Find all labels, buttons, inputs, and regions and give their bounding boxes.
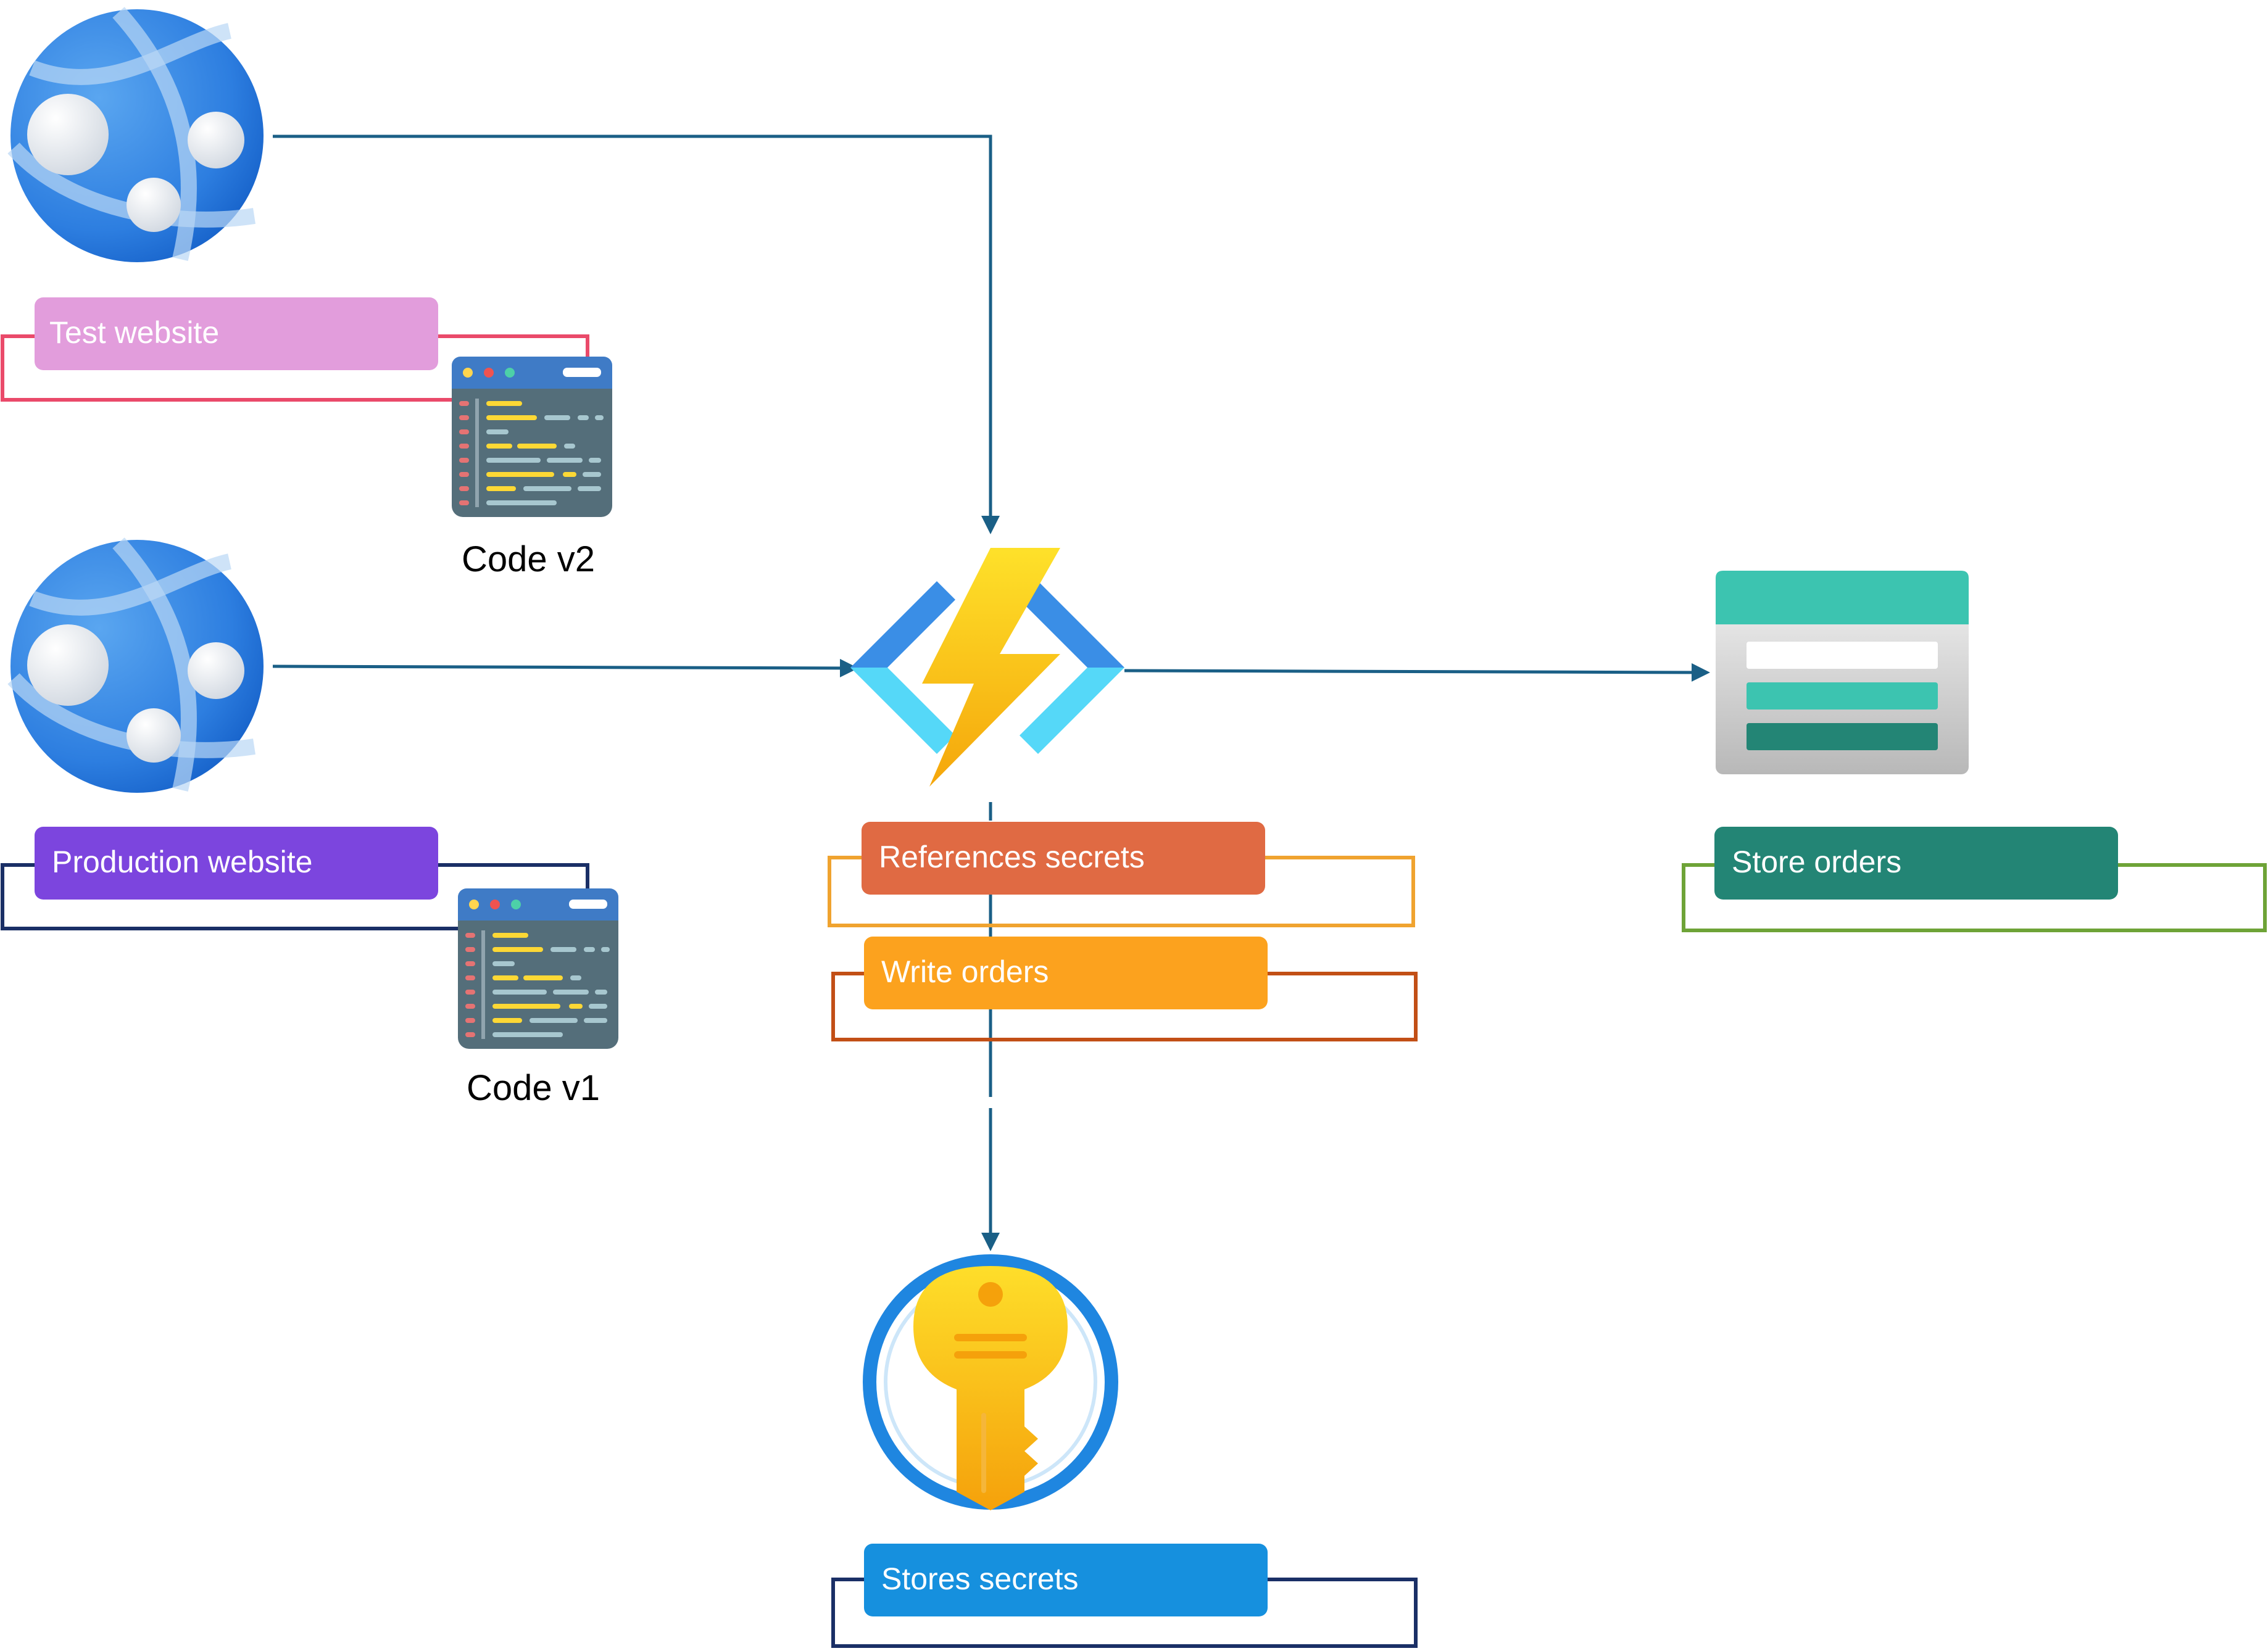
stores-secrets-label-group: Stores secrets xyxy=(831,1544,1418,1648)
store-orders-label: Store orders xyxy=(1732,845,1901,879)
test-website-label: Test website xyxy=(49,315,219,350)
stores-secrets-bracket xyxy=(831,1578,1418,1648)
stores-secrets-label: Stores secrets xyxy=(881,1562,1079,1596)
write-orders-bracket xyxy=(831,972,1418,1041)
code-v1-code-window-icon xyxy=(458,888,618,1049)
stores-secrets-pill xyxy=(864,1544,1268,1616)
key-vault-icon xyxy=(863,1254,1118,1510)
store-orders-label-group: Store orders xyxy=(1682,827,2267,932)
production-website-bracket xyxy=(1,863,589,930)
test-website-bracket xyxy=(1,334,589,402)
references-secrets-pill xyxy=(862,822,1265,895)
function-app-icon xyxy=(850,548,1124,787)
references-secrets-label: References secrets xyxy=(879,840,1145,874)
production-website-pill xyxy=(35,827,438,900)
code-v1-label: Code v1 xyxy=(467,1068,600,1108)
test-website-web-app-icon xyxy=(10,9,264,262)
production-website-label-group: Production website xyxy=(1,827,589,930)
connector-production-to-function xyxy=(272,658,858,677)
storage-table-icon xyxy=(1716,571,1969,774)
store-orders-bracket xyxy=(1682,863,2267,932)
production-website-web-app-icon xyxy=(10,540,264,793)
write-orders-label: Write orders xyxy=(881,954,1049,989)
connector-function-to-storage xyxy=(1124,663,1710,682)
store-orders-pill xyxy=(1714,827,2118,900)
code-v2-code-window-icon xyxy=(452,357,612,517)
code-v2-label: Code v2 xyxy=(462,539,595,579)
references-secrets-bracket xyxy=(828,856,1415,927)
references-secrets-label-group: References secrets xyxy=(828,822,1415,927)
test-website-label-group: Test website xyxy=(1,297,589,402)
write-orders-pill xyxy=(864,937,1268,1009)
write-orders-label-group: Write orders xyxy=(831,937,1418,1041)
production-website-label: Production website xyxy=(52,845,312,879)
test-website-pill xyxy=(35,297,438,370)
connector-test-to-function xyxy=(273,134,1000,534)
